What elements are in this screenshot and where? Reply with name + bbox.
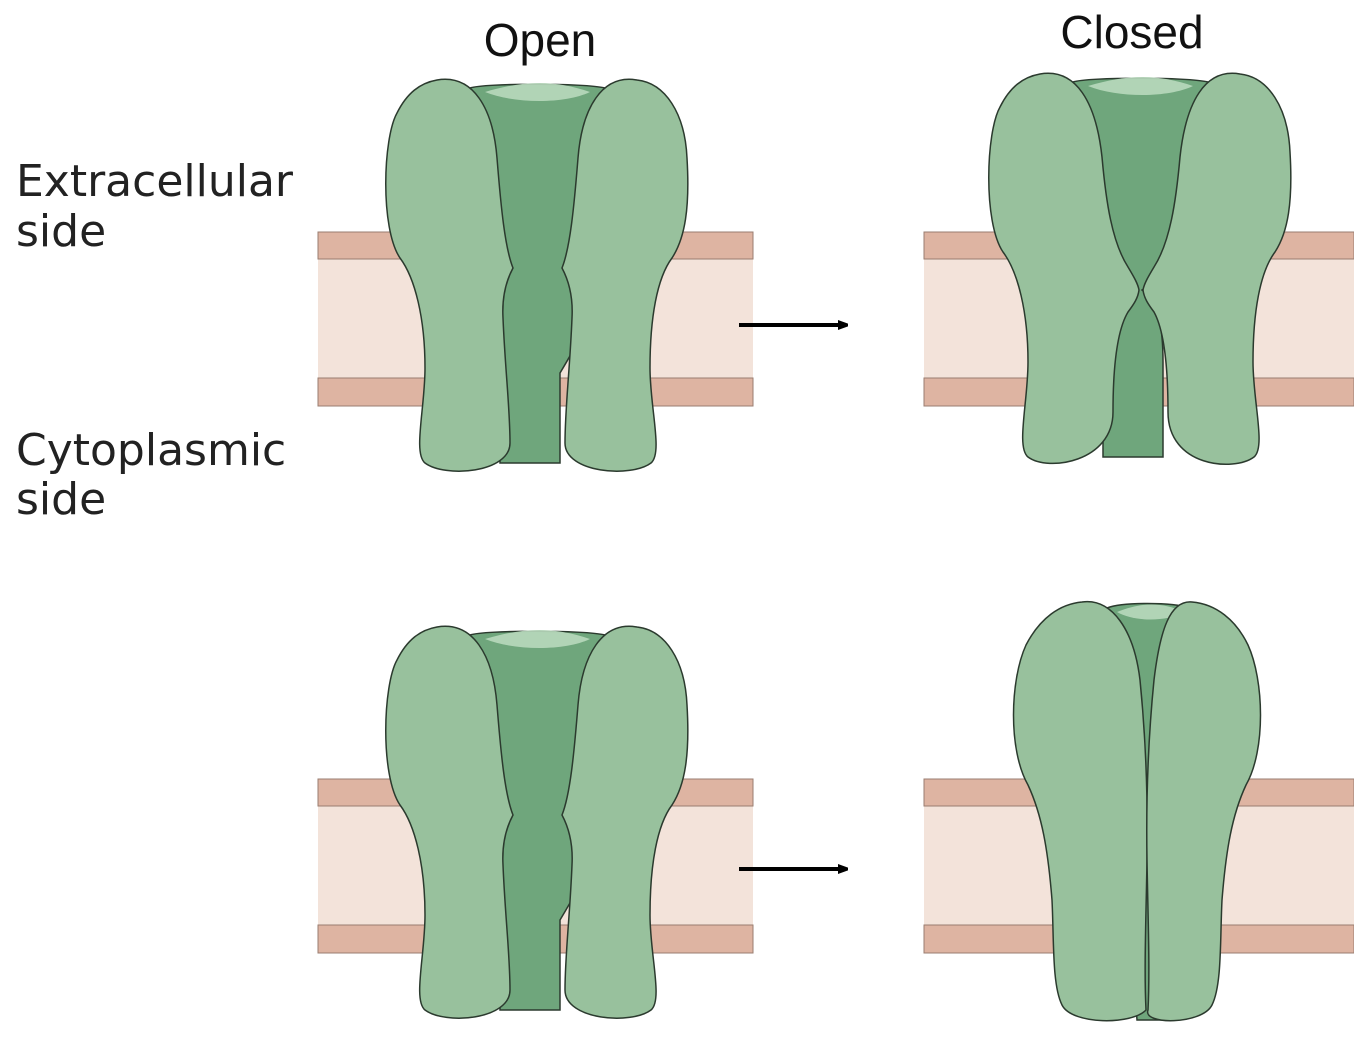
cytoplasmic-label-line1: Cytoplasmic	[16, 425, 286, 476]
open-heading: Open	[484, 14, 597, 66]
extracellular-label-line2: side	[16, 206, 106, 257]
row1-closed-channel	[989, 73, 1291, 464]
closed-heading: Closed	[1060, 6, 1203, 58]
extracellular-label-line1: Extracellular	[16, 156, 294, 207]
row2-closed-channel	[1014, 602, 1261, 1021]
cytoplasmic-label-line2: side	[16, 474, 106, 525]
row2-open-channel	[386, 626, 688, 1018]
row1-open-channel	[386, 79, 688, 471]
